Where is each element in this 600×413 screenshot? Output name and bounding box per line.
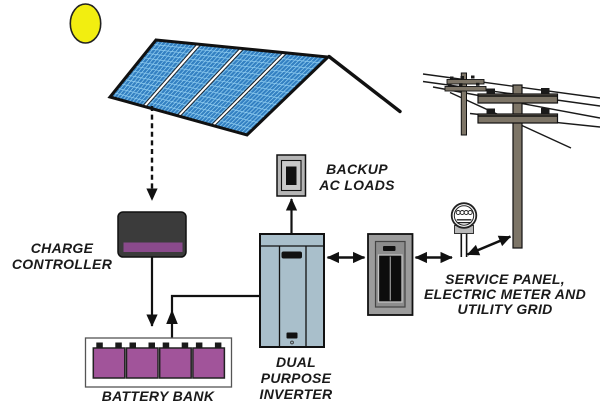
utility-pole — [422, 72, 600, 249]
battery-bank-label: BATTERY BANK — [101, 388, 215, 404]
crossarms — [477, 88, 559, 124]
backup-ac-loads-outlet — [276, 154, 307, 197]
electric-meter-icon — [450, 202, 478, 257]
backup-ac-loads-label: BACKUP AC LOADS — [319, 161, 395, 193]
inverter-box — [259, 233, 325, 348]
service-panel-box — [367, 233, 414, 316]
battery-icon — [125, 342, 159, 379]
battery-icon — [92, 342, 126, 379]
charge-controller-label: CHARGE CONTROLLER — [11, 240, 113, 272]
meter-pole-arrow — [466, 235, 512, 256]
inverter-vent-slot — [281, 251, 302, 259]
battery-bank-box — [84, 337, 233, 388]
inverter-port — [286, 332, 298, 339]
sun-icon — [69, 3, 102, 44]
distant-pole — [444, 72, 487, 136]
dual-purpose-inverter-label: DUAL PURPOSE INVERTER — [259, 354, 333, 402]
battery-icon — [158, 342, 192, 379]
battery-to-inverter-arrowhead — [166, 309, 178, 324]
roof-line — [327, 54, 402, 114]
battery-to-inverter-line — [170, 294, 261, 338]
charge-controller-box — [117, 211, 187, 258]
service-panel-label: SERVICE PANEL, ELECTRIC METER AND UTILIT… — [424, 271, 586, 318]
battery-icon — [192, 342, 226, 379]
batteries — [92, 342, 226, 379]
controller-display — [123, 242, 183, 252]
solar-panel-array — [107, 38, 332, 137]
